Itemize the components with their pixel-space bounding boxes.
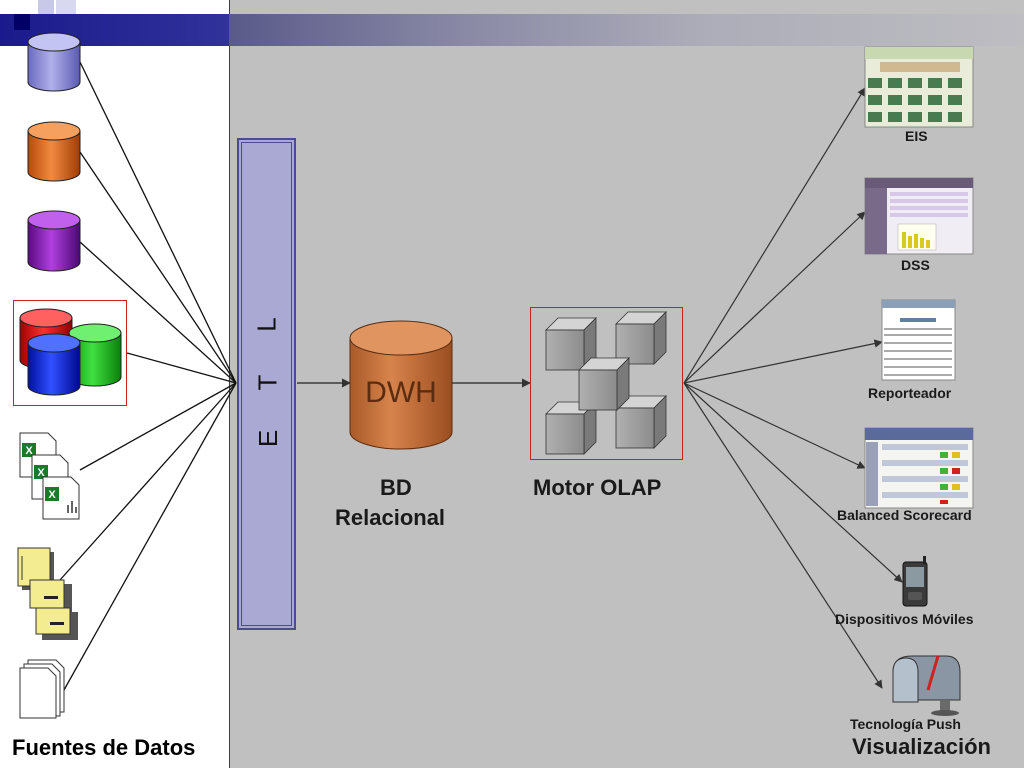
svg-text:X: X xyxy=(37,467,45,479)
text-pages-icon xyxy=(19,659,65,719)
etl-letter-t: T xyxy=(252,374,283,391)
banner-square-light xyxy=(38,0,54,14)
push-label: Tecnología Push xyxy=(850,716,961,732)
pda-device-icon xyxy=(902,556,928,607)
spreadsheet-files-icon: X X X xyxy=(19,432,80,520)
dwh-cylinder-icon xyxy=(349,320,453,450)
arrow-to-eis xyxy=(683,87,866,384)
scorecard-screenshot-icon xyxy=(864,427,974,509)
arrow-to-push xyxy=(683,382,883,689)
etl-letters: E T L xyxy=(239,305,294,448)
reporteador-label: Reporteador xyxy=(868,385,952,401)
report-screenshot-icon xyxy=(881,299,956,381)
svg-text:X: X xyxy=(48,489,56,501)
etl-bar xyxy=(237,138,296,630)
document-files-icon xyxy=(17,547,78,640)
bd-caption-line1: BD xyxy=(380,475,412,500)
svg-text:X: X xyxy=(25,445,33,457)
dss-label: DSS xyxy=(901,257,930,273)
visualization-title: Visualización xyxy=(852,734,991,759)
connector-pages xyxy=(63,382,237,691)
olap-output-arrows xyxy=(683,87,903,689)
dwh-label: DWH xyxy=(365,376,437,409)
sources-title: Fuentes de Datos xyxy=(12,735,196,760)
arrow-to-reporteador xyxy=(683,339,883,384)
mailbox-icon xyxy=(892,655,961,716)
dss-screenshot-icon xyxy=(864,177,974,255)
bd-caption-line2: Relacional xyxy=(335,505,446,530)
connector-spreadsheets xyxy=(79,382,237,471)
etl-letter-e: E xyxy=(253,429,284,448)
source-connectors xyxy=(59,61,237,691)
connector-multi-db xyxy=(126,352,237,384)
cube xyxy=(545,317,597,371)
purple-database-icon xyxy=(27,210,81,272)
arrow-to-mobile xyxy=(683,382,903,583)
arrow-to-scorecard xyxy=(683,382,866,469)
olap-caption: Motor OLAP xyxy=(533,475,662,500)
arrow-to-dss xyxy=(683,211,866,384)
orange-database-icon xyxy=(27,121,81,182)
mobile-label: Dispositivos Móviles xyxy=(835,611,974,627)
olap-cubes-icon xyxy=(545,311,667,455)
etl-letter-l: L xyxy=(251,317,282,332)
cube xyxy=(578,357,630,411)
connector-orange-db xyxy=(79,151,237,384)
blue-database-icon xyxy=(27,32,81,92)
panel-banner xyxy=(229,14,1024,46)
eis-screenshot-icon xyxy=(864,46,974,128)
banner-square-light-2 xyxy=(56,0,76,14)
multi-database-icon xyxy=(19,308,122,396)
connector-documents xyxy=(59,382,237,581)
connector-purple-db xyxy=(79,241,237,384)
scorecard-label: Balanced Scorecard xyxy=(837,507,972,523)
eis-label: EIS xyxy=(905,128,928,144)
banner-square-dark xyxy=(14,14,30,30)
cube xyxy=(615,311,667,365)
connector-blue-db xyxy=(79,61,237,384)
